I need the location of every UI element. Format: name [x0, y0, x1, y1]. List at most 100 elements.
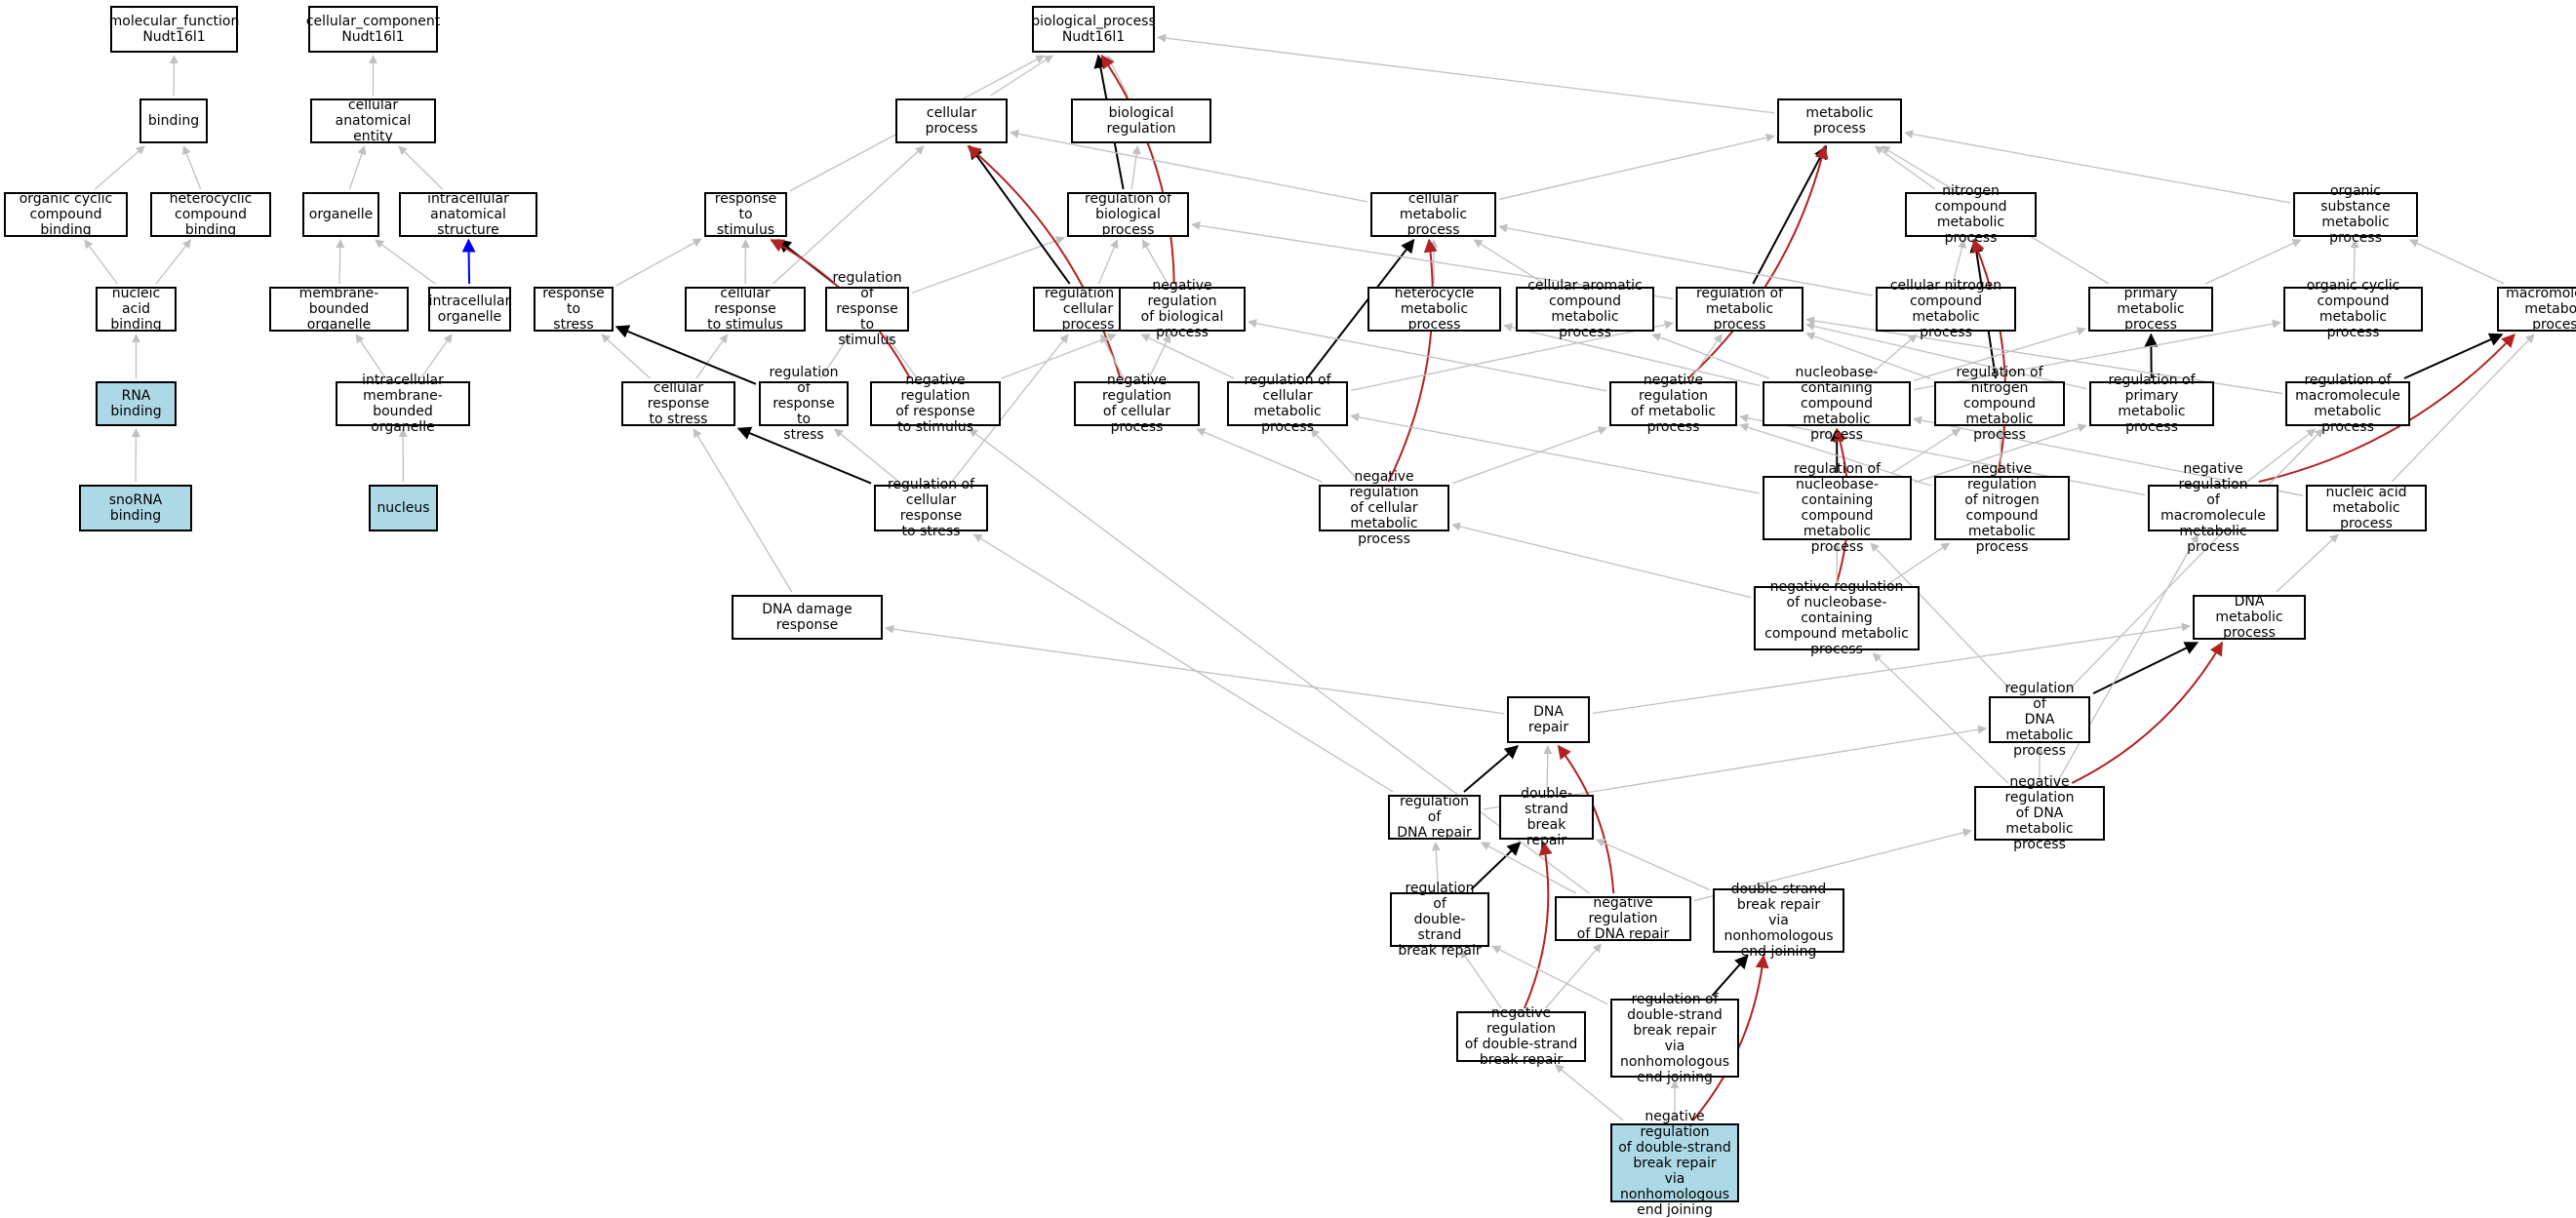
go-term-node-occmp[interactable]: organic cyclic compound metabolic proces…: [2283, 287, 2423, 332]
go-term-node-dmp[interactable]: DNA metabolic process: [2193, 595, 2306, 640]
go-term-node-ncmp[interactable]: nitrogen compound metabolic process: [1905, 192, 2037, 237]
go-term-node-nromacmp[interactable]: negative regulation of macromolecule met…: [2148, 485, 2279, 531]
edge-is-a: [970, 429, 1590, 893]
go-term-node-nrocp[interactable]: negative regulation of cellular process: [1074, 381, 1200, 426]
edge-is-a: [156, 240, 190, 284]
go-term-node-nucleus[interactable]: nucleus: [369, 485, 438, 531]
edge-is-a: [1597, 840, 1710, 890]
edge-is-a: [339, 240, 340, 284]
go-term-node-crs[interactable]: cellular response to stimulus: [685, 287, 806, 332]
edge-is-a: [602, 334, 651, 378]
go-term-node-breg[interactable]: biological regulation: [1071, 98, 1211, 143]
go-term-node-crtstress[interactable]: cellular response to stress: [621, 381, 735, 426]
edge-part-of: [970, 146, 1069, 284]
go-term-node-rodr[interactable]: regulation of DNA repair: [1388, 795, 1481, 840]
edge-is-a: [696, 334, 728, 378]
go-term-node-ocb[interactable]: organic cyclic compound binding: [4, 192, 128, 237]
go-term-node-nrocmp[interactable]: negative regulation of cellular metaboli…: [1319, 485, 1449, 531]
edge-negatively-regulates: [1389, 240, 1433, 482]
go-term-node-nbccmp[interactable]: nucleobase-containing compound metabolic…: [1763, 381, 1911, 426]
go-term-node-rnab[interactable]: RNA binding: [96, 381, 177, 426]
go-term-node-nrodsbr[interactable]: negative regulation of double-strand bre…: [1456, 1011, 1586, 1062]
go-term-node-nab[interactable]: nucleic acid binding: [96, 287, 177, 332]
go-term-node-rors[interactable]: regulation of response to stimulus: [825, 287, 909, 332]
go-term-node-pmp[interactable]: primary metabolic process: [2088, 287, 2213, 332]
edge-is-a: [991, 56, 1052, 96]
go-term-node-io[interactable]: intracellular organelle: [428, 287, 511, 332]
edge-is-a: [1098, 240, 1117, 284]
edge-is-a: [973, 534, 1393, 792]
go-term-node-nromp[interactable]: negative regulation of metabolic process: [1609, 381, 1737, 426]
go-term-node-nroncmp[interactable]: negative regulation of nitrogen compound…: [1934, 476, 2070, 540]
go-term-node-rocrs[interactable]: regulation of cellular response to stres…: [874, 485, 988, 531]
go-term-node-rocmp[interactable]: regulation of cellular metabolic process: [1227, 381, 1348, 426]
go-term-node-mf[interactable]: molecular_function Nudt16l1: [110, 6, 238, 53]
edge-is-a: [835, 429, 899, 482]
go-term-node-cmp[interactable]: cellular metabolic process: [1370, 192, 1496, 237]
go-term-node-hcb[interactable]: heterocyclic compound binding: [150, 192, 271, 237]
edge-is-a: [1492, 946, 1607, 1003]
edge-is-a: [1197, 429, 1322, 482]
go-term-node-ropmp[interactable]: regulation of primary metabolic process: [2089, 381, 2214, 426]
go-term-node-namp[interactable]: nucleic acid metabolic process: [2306, 485, 2427, 531]
edge-negatively-regulates: [969, 146, 1121, 378]
go-term-node-dsbrnhej[interactable]: double-strand break repair via nonhomolo…: [1713, 888, 1844, 953]
edge-part-of: [616, 327, 756, 384]
go-term-node-rortstress[interactable]: regulation of response to stress: [759, 381, 849, 426]
edge-part-of: [2093, 643, 2198, 693]
edge-is-a: [399, 146, 443, 189]
go-term-node-cncmp[interactable]: cellular nitrogen compound metabolic pro…: [1876, 287, 2016, 332]
go-term-node-nrodsbrnhej[interactable]: negative regulation of double-strand bre…: [1610, 1123, 1739, 1202]
go-term-node-binding[interactable]: binding: [139, 98, 208, 143]
edge-is-a: [694, 429, 792, 592]
go-term-node-hmp[interactable]: heterocycle metabolic process: [1367, 287, 1501, 332]
go-term-node-nrodr[interactable]: negative regulation of DNA repair: [1555, 896, 1691, 941]
go-term-node-cc[interactable]: cellular_component Nudt16l1: [308, 6, 438, 53]
edge-is-a: [2392, 334, 2534, 482]
go-term-node-romacmp[interactable]: regulation of macromolecule metabolic pr…: [2285, 381, 2410, 426]
go-term-node-rodsbr[interactable]: regulation of double-strand break repair: [1390, 892, 1489, 947]
go-term-node-mp[interactable]: metabolic process: [1777, 98, 1902, 143]
go-term-node-organelle[interactable]: organelle: [302, 192, 379, 237]
go-term-node-rtstress[interactable]: response to stress: [534, 287, 614, 332]
go-term-node-rodmp[interactable]: regulation of DNA metabolic process: [1989, 696, 2090, 743]
edge-is-a: [616, 239, 701, 286]
go-term-node-rodsbrnhej[interactable]: regulation of double-strand break repair…: [1610, 999, 1739, 1078]
edge-is-a: [1873, 653, 2007, 783]
go-term-node-dsbr[interactable]: double-strand break repair: [1499, 795, 1594, 840]
go-term-node-imbo[interactable]: intracellular membrane-bounded organelle: [336, 381, 470, 426]
edge-is-a: [1158, 37, 1774, 113]
edge-part-of: [2404, 334, 2502, 378]
go-term-node-camp[interactable]: cellular aromatic compound metabolic pro…: [1516, 287, 1654, 332]
go-term-node-rts[interactable]: response to stimulus: [704, 192, 787, 237]
edge-part-of: [1753, 146, 1826, 284]
go-term-node-ronbccmp[interactable]: regulation of nucleobase-containing comp…: [1763, 476, 1912, 540]
edge-is-a: [1546, 944, 1602, 1008]
go-term-node-macmp[interactable]: macromolecule metabolic process: [2497, 287, 2576, 332]
go-term-node-nrobp[interactable]: negative regulation of biological proces…: [1119, 287, 1246, 332]
go-term-node-dnarepair[interactable]: DNA repair: [1507, 696, 1590, 743]
go-term-node-cp[interactable]: cellular process: [895, 98, 1008, 143]
go-term-node-roncmp[interactable]: regulation of nitrogen compound metaboli…: [1934, 381, 2065, 426]
go-term-node-nronbccmp[interactable]: negative regulation of nucleobase-contai…: [1754, 586, 1920, 650]
go-term-node-ias[interactable]: intracellular anatomical structure: [399, 192, 537, 237]
go-term-node-ddr[interactable]: DNA damage response: [732, 595, 883, 640]
edge-is-a: [376, 240, 435, 284]
go-term-node-bp[interactable]: biological_process Nudt16l1: [1032, 6, 1155, 53]
go-term-node-nrors[interactable]: negative regulation of response to stimu…: [870, 381, 1001, 426]
go-term-node-nrodmp[interactable]: negative regulation of DNA metabolic pro…: [1974, 786, 2105, 841]
go-term-node-robp[interactable]: regulation of biological process: [1067, 192, 1189, 237]
go-term-node-cae[interactable]: cellular anatomical entity: [310, 98, 436, 143]
go-term-node-osmp[interactable]: organic substance metabolic process: [2293, 192, 2418, 237]
edge-part-of: [1464, 746, 1518, 792]
edge-is-a: [1452, 428, 1606, 484]
edge-is-a: [1131, 146, 1137, 189]
edge-is-a: [2410, 240, 2504, 284]
edge-negatively-regulates: [1688, 146, 1825, 378]
go-term-node-mbo[interactable]: membrane-bounded organelle: [269, 287, 409, 332]
edge-is-a: [1461, 950, 1502, 1008]
go-term-node-romp[interactable]: regulation of metabolic process: [1676, 287, 1803, 332]
edge-part-of: [1712, 956, 1747, 996]
go-term-node-snorna[interactable]: snoRNA binding: [79, 485, 192, 531]
